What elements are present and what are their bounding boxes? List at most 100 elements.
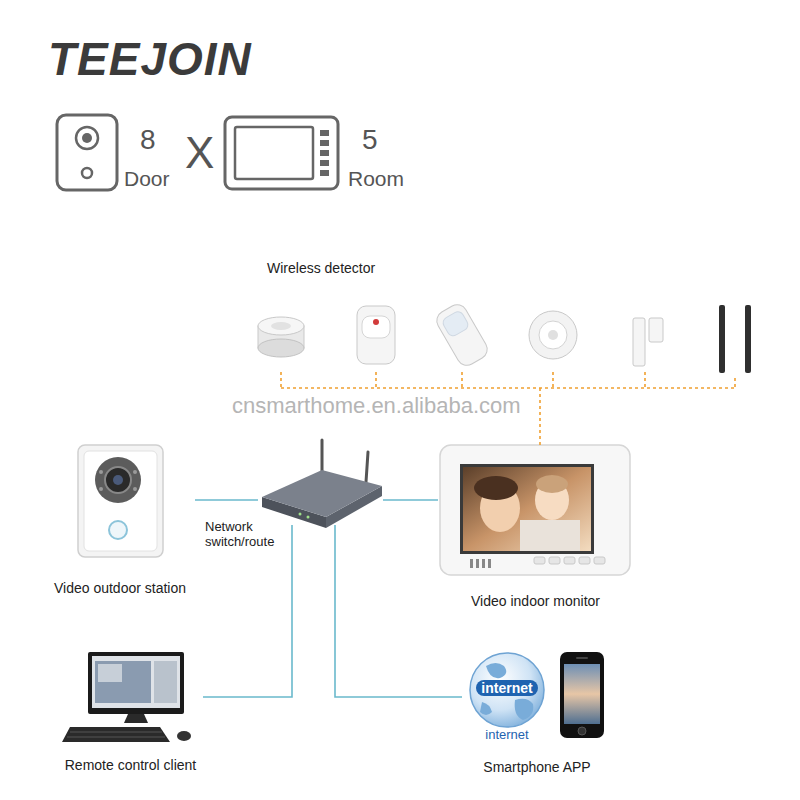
indoor-monitor-part [579, 557, 590, 564]
smartphone-part [578, 727, 586, 735]
indoor-monitor-part [476, 559, 479, 568]
door-count: 8 [140, 124, 156, 156]
smartphone [560, 652, 604, 738]
heat-detector [529, 311, 577, 359]
router [262, 440, 382, 528]
curtain-detector-part [441, 310, 470, 338]
indoor-monitor-part [482, 559, 485, 568]
detector-icons [258, 301, 751, 373]
beam-detector-part [719, 305, 725, 373]
node-caption: Video indoor monitor [471, 593, 600, 609]
beam-detector [719, 305, 751, 373]
outdoor-station-part [78, 445, 163, 557]
detector-bus-part [461, 372, 463, 388]
door-contact-part [649, 318, 663, 342]
room-word: Room [348, 167, 404, 191]
door-word: Door [124, 167, 170, 191]
computer-part [95, 661, 151, 703]
indoor-monitor-part [488, 559, 491, 568]
room-monitor-icon-part [225, 117, 338, 189]
pir-detector-part [362, 316, 390, 338]
beam-detector-part [745, 305, 751, 373]
indoor-monitor-part [440, 445, 630, 575]
computer-part [92, 656, 180, 708]
indoor-monitor-part [463, 467, 591, 551]
room-monitor-icon-part [320, 130, 329, 136]
smartphone-part [576, 657, 588, 659]
computer-part [62, 727, 170, 742]
globe-part [480, 702, 492, 715]
network-cable [335, 525, 462, 697]
indoor-monitor-part [474, 476, 518, 500]
outdoor-station-part [99, 470, 103, 474]
node-caption: Smartphone APP [483, 759, 590, 775]
outdoor-station-part [133, 470, 137, 474]
outdoor-station [78, 445, 163, 557]
door-icon [57, 115, 117, 190]
smoke-detector-part [258, 317, 304, 335]
detector-bus-part [552, 372, 554, 388]
detector-bus-part [734, 378, 736, 388]
outdoor-station-part [113, 475, 123, 485]
router-part [307, 516, 310, 519]
router-node: Network switch/route [258, 440, 383, 525]
outdoor-station-part [84, 451, 157, 551]
detector-link [539, 388, 541, 445]
watermark: cnsmarthome.en.alibaba.com [232, 393, 521, 418]
globe-part [515, 699, 534, 720]
globe-badge: internet [476, 680, 537, 696]
smartphone-node: Smartphone APP [462, 650, 612, 778]
network-cable [195, 499, 258, 501]
indoor-monitor-node: Video indoor monitor [438, 445, 633, 615]
room-count: 5 [362, 124, 378, 156]
computer-part [98, 664, 122, 682]
network-cable [203, 525, 292, 697]
pir-detector-part [357, 306, 395, 364]
brand-logo: TEEJOIN [48, 34, 252, 85]
times-sign: X [185, 128, 214, 179]
computer-part [177, 731, 191, 741]
router-part [299, 513, 302, 516]
detector-bus-part [375, 372, 377, 388]
router-part [262, 470, 382, 517]
network-cable [383, 499, 438, 501]
curtain-detector [433, 301, 491, 369]
pir-detector [357, 306, 395, 364]
room-monitor-icon-part [320, 160, 329, 166]
outdoor-station-part [99, 487, 103, 491]
indoor-monitor [440, 445, 630, 575]
indoor-monitor-part [534, 557, 545, 564]
indoor-monitor-part [460, 464, 594, 554]
smoke-detector [258, 317, 304, 357]
heat-detector-part [529, 311, 577, 359]
outdoor-station-part [133, 487, 137, 491]
detector-bus-part [281, 387, 735, 389]
door-icon-part [76, 127, 98, 149]
globe [470, 653, 544, 727]
computer-part [154, 661, 177, 703]
computer-part [70, 732, 162, 733]
room-monitor-icon-part [320, 140, 329, 146]
door-icon-part [57, 115, 117, 190]
globe-part [470, 653, 544, 727]
heat-detector-part [539, 321, 567, 349]
node-caption: Wireless detector [267, 260, 375, 276]
door-icon-part [82, 168, 92, 178]
outdoor-station-part [105, 467, 131, 493]
outdoor-station-part [109, 521, 127, 539]
pir-detector-part [373, 319, 379, 325]
remote-client-node: Remote control client [58, 645, 203, 778]
globe-part [486, 663, 506, 678]
door-icon-part [82, 133, 92, 143]
indoor-monitor-part [520, 520, 580, 551]
computer-part [88, 652, 184, 714]
detector-group: Wireless detector [250, 258, 755, 388]
node-caption: Remote control client [65, 757, 197, 773]
heat-detector-part [548, 330, 558, 340]
smartphone-part [560, 652, 604, 738]
outdoor-station-part [95, 457, 141, 503]
smartphone-part [564, 664, 600, 724]
router-part [321, 440, 324, 474]
computer [62, 652, 191, 742]
